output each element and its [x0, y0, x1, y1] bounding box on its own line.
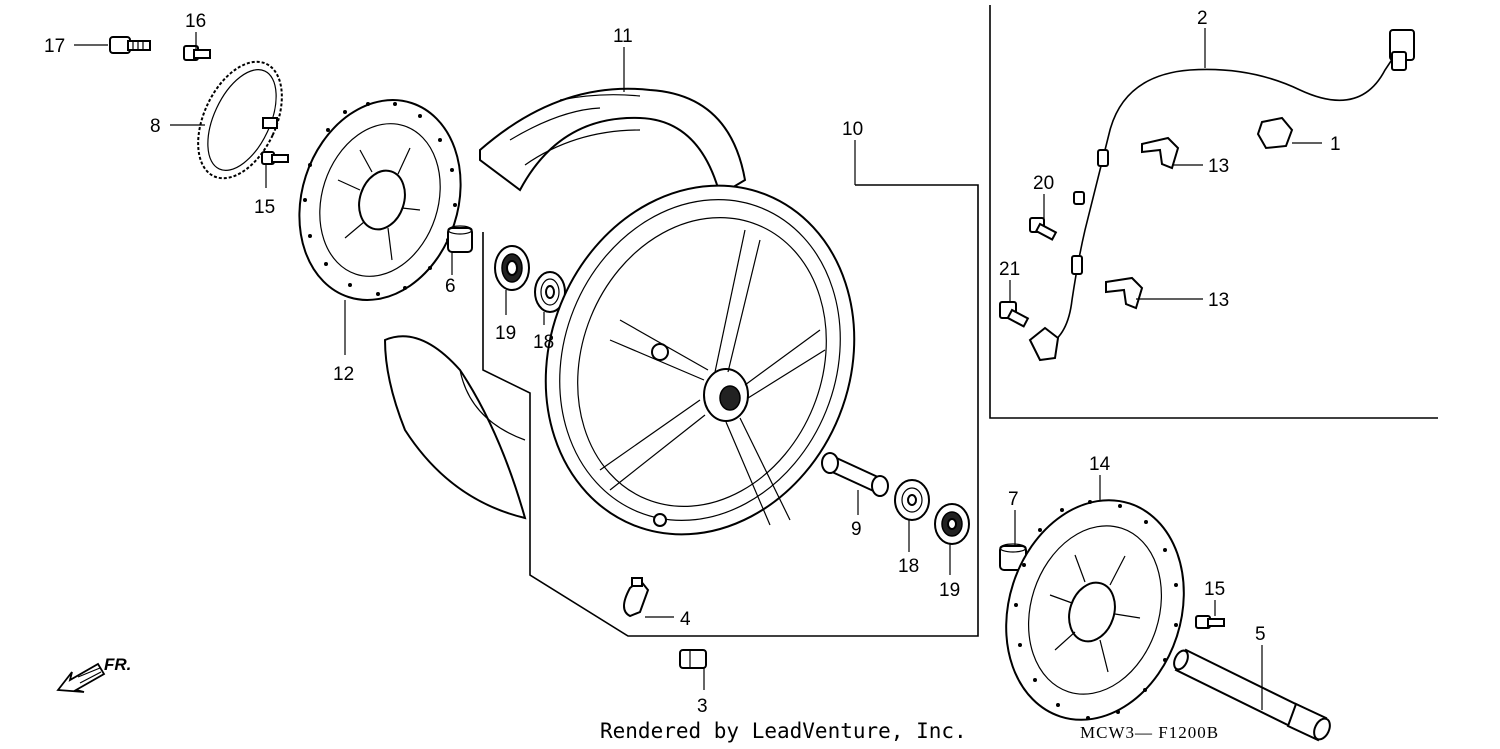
callout-4: 4	[680, 609, 691, 630]
callout-13-lower: 13	[1208, 290, 1229, 311]
callout-18-left: 18	[533, 332, 554, 353]
callout-15-lower: 15	[1204, 579, 1225, 600]
clamp-13-upper	[1141, 136, 1180, 170]
callout-15-upper: 15	[254, 197, 275, 218]
bolt-15-upper	[261, 151, 289, 165]
tire-11-lower-half	[383, 335, 527, 520]
dust-seal-19-left	[494, 245, 530, 291]
brake-disc-14	[1005, 499, 1185, 721]
callout-20: 20	[1033, 173, 1054, 194]
front-axle-5	[1173, 648, 1331, 742]
air-valve-4	[623, 577, 650, 618]
abs-group-frame	[989, 5, 1438, 419]
bearing-18-right	[894, 479, 930, 521]
bolt-16	[183, 45, 211, 61]
leader-lines	[74, 28, 1322, 710]
credit-text: Rendered by LeadVenture, Inc.	[600, 719, 967, 743]
callout-19-left: 19	[495, 323, 516, 344]
callout-10: 10	[842, 119, 863, 140]
callout-16: 16	[185, 11, 206, 32]
bolt-17	[109, 36, 151, 54]
bolt-21	[999, 301, 1030, 328]
brake-disc-12	[298, 99, 462, 301]
bolt-15-lower	[1195, 615, 1225, 629]
bearing-18-left	[534, 271, 566, 313]
tire-11	[479, 87, 747, 197]
callout-9: 9	[851, 519, 862, 540]
collar-6	[447, 225, 473, 253]
callout-11: 11	[613, 26, 633, 47]
clamp-13-lower	[1105, 276, 1144, 310]
callout-8: 8	[150, 116, 161, 137]
callout-2: 2	[1197, 8, 1208, 29]
callout-21: 21	[999, 259, 1020, 280]
wheel-speed-sensor-2	[1028, 29, 1415, 362]
bolt-20	[1029, 217, 1058, 241]
callout-3: 3	[697, 696, 708, 717]
callout-14: 14	[1089, 454, 1111, 475]
callout-5: 5	[1255, 624, 1266, 645]
callout-6: 6	[445, 276, 456, 297]
callout-labels: 1 2 3 4 5 6 7 8 9 10 11 12 13 13 14 15 1…	[44, 8, 1341, 717]
dust-seal-19-right	[934, 503, 970, 545]
distance-collar-9	[821, 452, 889, 497]
callout-17: 17	[44, 36, 65, 57]
callout-13-upper: 13	[1208, 156, 1229, 177]
callout-7: 7	[1008, 489, 1019, 510]
wheel-rim-10	[544, 184, 856, 536]
callout-12: 12	[333, 364, 354, 385]
callout-1: 1	[1330, 134, 1341, 155]
clamp-1	[1256, 116, 1294, 150]
wheel-group-frame	[482, 184, 979, 637]
balance-weight-3	[679, 649, 707, 669]
callout-19-right: 19	[939, 580, 960, 601]
callout-18-right: 18	[898, 556, 919, 577]
front-direction-arrow: FR.	[56, 655, 131, 693]
fr-label: FR.	[104, 655, 131, 674]
pulser-ring-8	[197, 60, 283, 180]
diagram-code: MCW3— F1200B	[1080, 723, 1219, 742]
